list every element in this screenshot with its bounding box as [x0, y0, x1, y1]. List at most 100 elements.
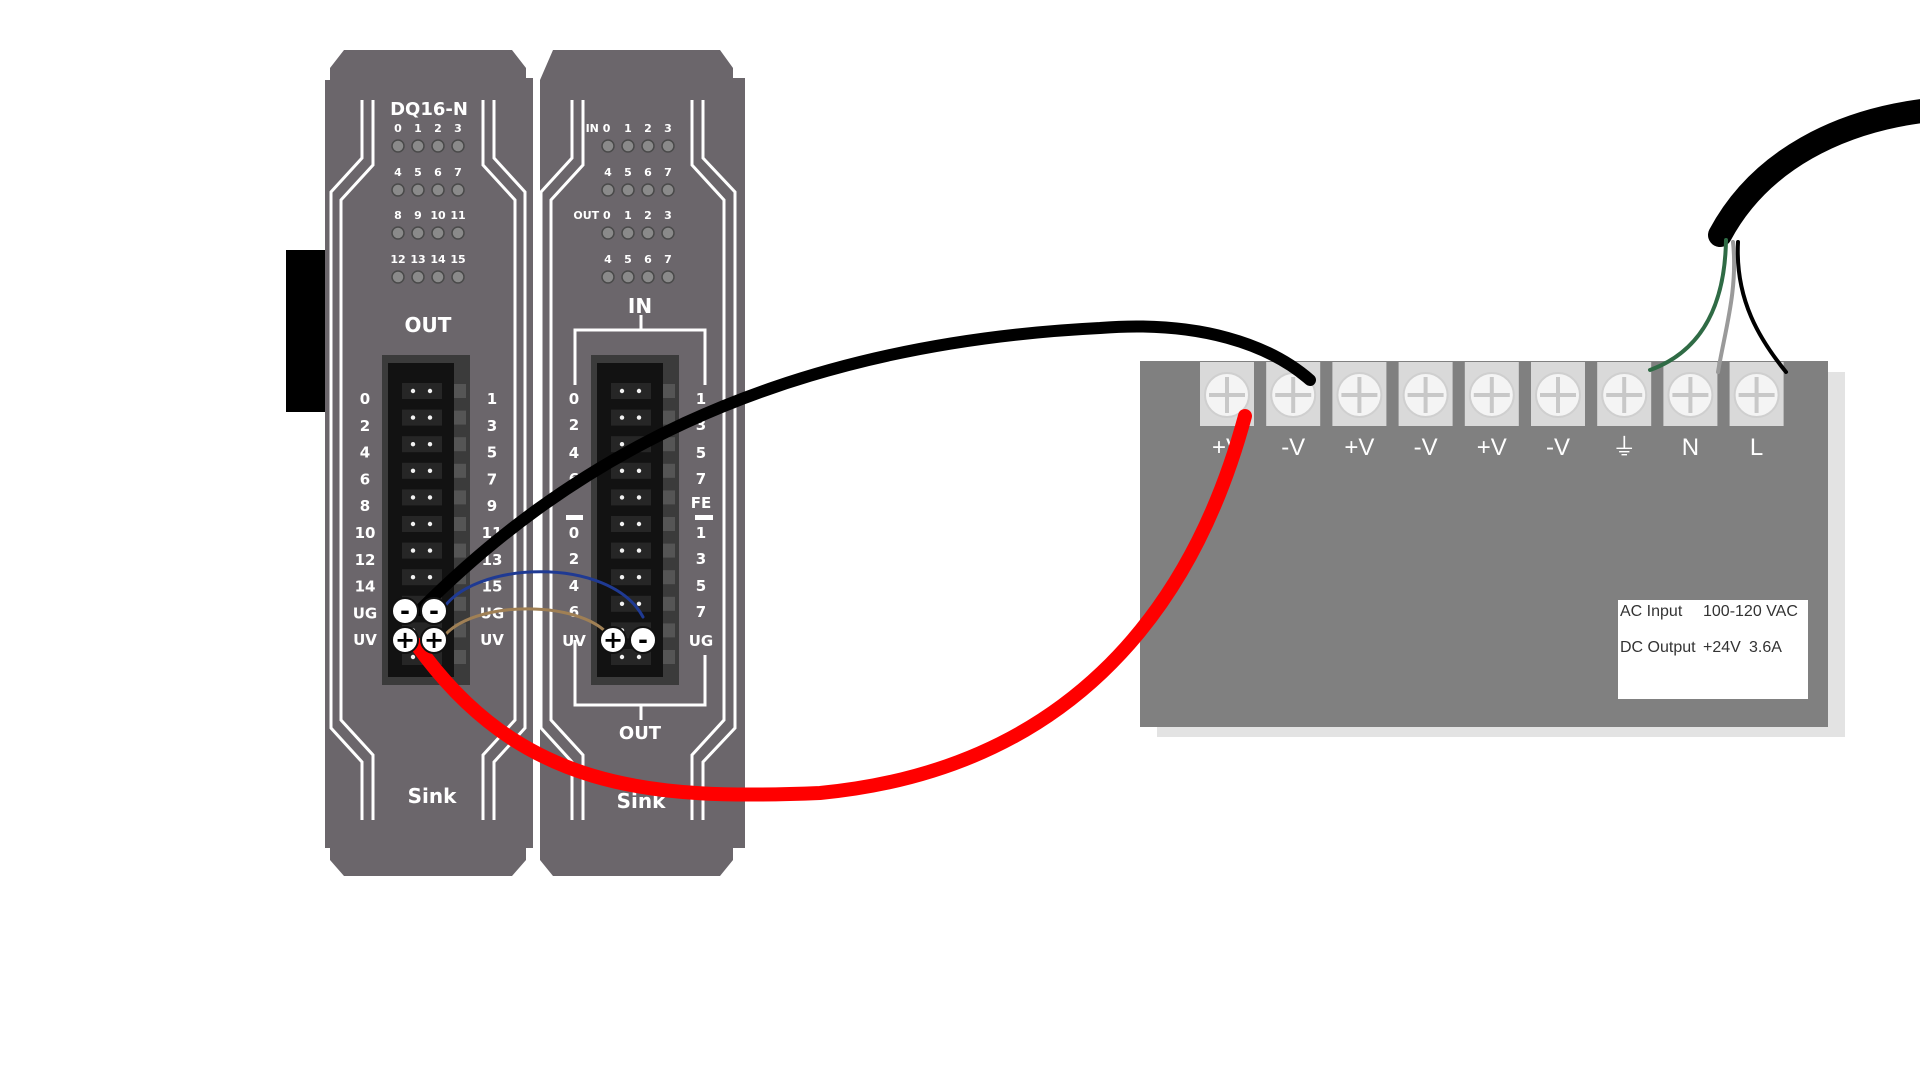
module2-left-pin-label: 4	[569, 577, 579, 595]
module1-right-pin-label: 15	[482, 578, 503, 596]
module2-divider-left	[566, 515, 583, 520]
module2-divider-right	[695, 515, 713, 520]
spec-panel	[1618, 600, 1808, 699]
module2-right-pin-label: 7	[696, 603, 706, 621]
module1-left-pin-label: UG	[353, 604, 378, 622]
module1-pin-dot	[427, 575, 433, 580]
module1-led-label: 10	[430, 209, 446, 222]
module2-led	[621, 183, 635, 197]
module2-left-pin-label: 4	[569, 444, 579, 462]
module1-pin-dot	[410, 442, 416, 447]
module2-led-label: 5	[624, 253, 632, 266]
psu-terminal-label: -V	[1546, 434, 1570, 461]
module2-led-label: 7	[664, 166, 672, 179]
module1-pin-cavity	[402, 462, 442, 479]
module1-led	[411, 226, 425, 240]
module2-pin-dot	[619, 548, 625, 553]
module2-led-label: 3	[664, 122, 672, 135]
module2-pin-dot	[619, 388, 625, 394]
spec-dc-label: DC Output	[1620, 639, 1696, 656]
module1-led-label: 8	[394, 209, 402, 222]
module2-latch	[663, 437, 675, 452]
module1-left-pin-label: 14	[355, 578, 376, 596]
module1-led	[391, 226, 405, 240]
module2-ug-terminal	[629, 626, 657, 654]
module1-pin-cavity	[402, 489, 442, 506]
module1-latch	[454, 543, 466, 558]
module2-led-label: 6	[644, 253, 652, 266]
psu-terminal-label: +V	[1477, 434, 1507, 461]
spec-dc-value: +24V	[1703, 639, 1741, 656]
module1-led	[391, 183, 405, 197]
module1-pin-dot	[427, 468, 433, 473]
module2-pin-cavity	[611, 595, 651, 612]
module1-led-label: 14	[430, 253, 446, 266]
module2-led-label: 7	[664, 253, 672, 266]
module2-right-pin-label: 1	[696, 524, 706, 542]
module1-led	[411, 183, 425, 197]
module1-uv-terminal-symbol: +	[395, 626, 415, 654]
module2-right-pin-label: 3	[696, 550, 706, 568]
module2-pin-dot	[636, 548, 642, 553]
module2-left-pin-label: 0	[569, 390, 579, 408]
module1-led	[411, 139, 425, 153]
module1-pin-dot	[427, 442, 433, 447]
module2-top-label: IN	[628, 294, 652, 318]
module2-right-pin-label: 5	[696, 577, 706, 595]
module2-left-pin-label: 2	[569, 550, 579, 568]
module1-footer: Sink	[408, 784, 457, 808]
module2-left-pin-label: 0	[569, 524, 579, 542]
module2-pin-dot	[619, 575, 625, 580]
module2-led	[641, 139, 655, 153]
wire-red	[409, 409, 1252, 802]
module2-led	[641, 183, 655, 197]
psu-terminal-label: N	[1682, 434, 1699, 461]
module2-led	[601, 139, 615, 153]
module1-latch	[454, 384, 466, 398]
module1-led	[451, 139, 465, 153]
wires	[409, 99, 1920, 802]
module1-pin-cavity	[402, 383, 442, 399]
module1-led-label: 13	[410, 253, 425, 266]
module1-title: DQ16-N	[390, 99, 468, 120]
module1-left-pin-label: 0	[360, 390, 370, 408]
module1-right-pin-label: 3	[487, 417, 497, 435]
module2-latch	[663, 384, 675, 398]
psu-terminal-label: -V	[1281, 434, 1305, 461]
module2-led-label: 5	[624, 166, 632, 179]
module1-latch	[454, 463, 466, 478]
module2-pin-cavity	[611, 489, 651, 506]
module2-pin-cavity	[611, 542, 651, 559]
module1-led	[391, 270, 405, 284]
module1-pin-dot	[410, 388, 416, 394]
module1-led	[411, 270, 425, 284]
module2-led	[641, 226, 655, 240]
module1-led	[451, 270, 465, 284]
module1-pin-cavity	[402, 409, 442, 426]
module2-right-pin-label: UG	[689, 632, 714, 650]
module1-left-pin-label: 8	[360, 497, 370, 515]
module2-led	[661, 183, 675, 197]
module1-latch	[454, 517, 466, 531]
module2-pin-cavity	[611, 569, 651, 586]
module1-ug-terminal-symbol: -	[400, 597, 410, 625]
wire-black	[414, 320, 1316, 616]
module2-latch	[663, 517, 675, 531]
module1-pin-dot	[410, 415, 416, 420]
module2-led-label: 3	[664, 209, 672, 222]
module1-pin-dot	[410, 575, 416, 580]
module1-pin-dot	[427, 548, 433, 553]
module2-bottom-label: OUT	[619, 723, 662, 744]
module1-ug-terminal-symbol: -	[429, 597, 439, 625]
module2-pin-dot	[636, 468, 642, 473]
module2-latch	[663, 463, 675, 478]
module2-latch	[663, 650, 675, 664]
module2-led-label: 2	[644, 122, 652, 135]
module1-pin-dot	[410, 548, 416, 553]
module1-right-pin-label: 7	[487, 470, 497, 488]
module1-pin-dot	[410, 654, 416, 660]
module1-right-pin-label: 5	[487, 444, 497, 462]
module1-ug-terminal	[391, 597, 419, 625]
